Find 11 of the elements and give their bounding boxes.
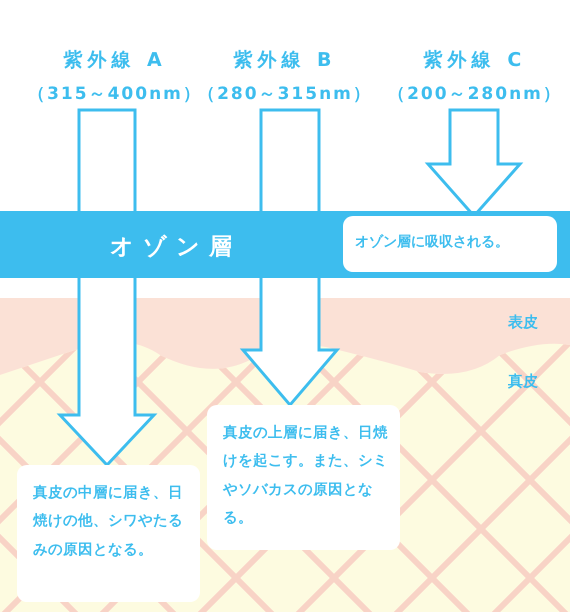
band-label: オゾン層 <box>110 233 241 262</box>
uv-heading: 紫外線 A <box>62 48 168 73</box>
ozone-layer-band <box>0 211 570 278</box>
uv-heading: 紫外線 B <box>232 48 338 73</box>
wavelength-range: （200～280nm） <box>387 83 563 106</box>
callout-box: 真皮の上層に届き、日焼けを起こす。また、シミやソバカスの原因となる。 <box>207 405 400 550</box>
uv-heading: 紫外線 C <box>422 48 528 73</box>
callout-box: オゾン層に吸収される。 <box>343 216 557 272</box>
skin-layer-label: 真皮 <box>508 372 538 391</box>
callout-box: 真皮の中層に届き、日焼けの他、シワやたるみの原因となる。 <box>17 465 200 602</box>
skin-layer-label: 表皮 <box>508 313 538 332</box>
